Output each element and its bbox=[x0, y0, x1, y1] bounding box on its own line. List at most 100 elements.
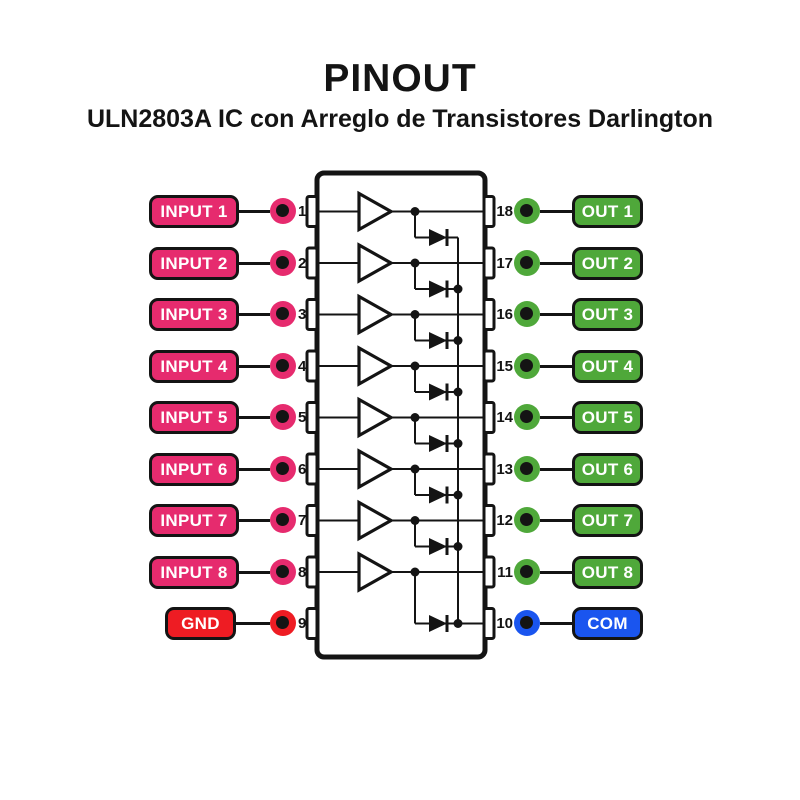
out-1-label: OUT 1 bbox=[572, 195, 643, 228]
output-row-1: 18 OUT 1 bbox=[0, 195, 800, 228]
pin-14-jack bbox=[514, 404, 540, 430]
input-row-5: INPUT 5 5 bbox=[0, 401, 800, 434]
diode bbox=[429, 229, 447, 246]
page-title: PINOUT bbox=[323, 57, 477, 100]
pin-11-number: 11 bbox=[497, 563, 513, 581]
gnd-label: GND bbox=[165, 607, 236, 640]
input-row-8: INPUT 8 8 bbox=[0, 555, 800, 589]
jack-hole bbox=[276, 410, 289, 423]
pin-3-jack bbox=[270, 301, 296, 327]
input-row-3: INPUT 3 3 bbox=[0, 298, 800, 331]
diode bbox=[429, 280, 447, 298]
buffer-triangle bbox=[357, 499, 395, 542]
buffer-triangle bbox=[357, 396, 395, 439]
pin-5-number: 5 bbox=[298, 409, 307, 426]
com-label: COM bbox=[572, 607, 643, 640]
pin-notch-right bbox=[482, 504, 496, 537]
buffer-triangle bbox=[357, 242, 395, 284]
input-2-label: INPUT 2 bbox=[149, 246, 239, 280]
pin-17-jack bbox=[514, 249, 540, 276]
wire bbox=[540, 467, 572, 471]
pin-9-jack bbox=[270, 610, 296, 636]
wire bbox=[236, 622, 270, 625]
jack-hole bbox=[520, 358, 533, 372]
output-row-4: 15 OUT 4 bbox=[0, 349, 800, 383]
input-row-6: INPUT 6 6 bbox=[0, 452, 800, 486]
out-6-label: OUT 6 bbox=[572, 452, 643, 486]
out-7-label: OUT 7 bbox=[572, 504, 643, 537]
pin-notch-right bbox=[482, 349, 496, 383]
out-5-label: OUT 5 bbox=[572, 401, 643, 434]
com-row: 10 COM bbox=[0, 607, 800, 640]
input-3-label: INPUT 3 bbox=[149, 298, 239, 331]
input-row-4: INPUT 4 4 bbox=[0, 349, 800, 383]
jack-hole bbox=[276, 204, 289, 217]
output-row-8: 11 OUT 8 bbox=[0, 555, 800, 589]
pin-12-jack bbox=[514, 507, 540, 533]
pin-notch-left bbox=[305, 401, 319, 434]
diode bbox=[429, 615, 447, 632]
buffer-triangle bbox=[357, 448, 395, 490]
input-row-1: INPUT 1 1 bbox=[0, 195, 800, 228]
wire bbox=[239, 416, 270, 419]
jack-hole bbox=[276, 461, 289, 475]
wire bbox=[239, 467, 270, 471]
pin-7-number: 7 bbox=[298, 512, 307, 529]
jack-hole bbox=[276, 307, 289, 320]
wire bbox=[540, 519, 572, 522]
output-row-2: 17 OUT 2 bbox=[0, 246, 800, 280]
wire bbox=[540, 570, 572, 574]
pin-17-number: 17 bbox=[496, 254, 513, 272]
pin-8-number: 8 bbox=[298, 563, 307, 581]
out-4-label: OUT 4 bbox=[572, 349, 643, 383]
buffer-triangle bbox=[357, 551, 395, 593]
pin-notch-left bbox=[305, 298, 319, 331]
wire bbox=[540, 313, 572, 316]
out-3-label: OUT 3 bbox=[572, 298, 643, 331]
pin-notch-left bbox=[305, 195, 319, 228]
pin-16-jack bbox=[514, 301, 540, 327]
wire bbox=[239, 519, 270, 522]
diode bbox=[429, 332, 447, 349]
pin-1-jack bbox=[270, 198, 296, 224]
diode bbox=[429, 383, 447, 401]
pin-11-jack bbox=[514, 558, 540, 585]
out-2-label: OUT 2 bbox=[572, 246, 643, 280]
pin-9-number: 9 bbox=[298, 615, 307, 632]
input-row-2: INPUT 2 2 bbox=[0, 246, 800, 280]
input-1-label: INPUT 1 bbox=[149, 195, 239, 228]
diode bbox=[429, 435, 447, 452]
pin-notch-right bbox=[482, 555, 496, 589]
pin-8-jack bbox=[270, 558, 296, 585]
output-row-5: 14 OUT 5 bbox=[0, 401, 800, 434]
page-subtitle: ULN2803A IC con Arreglo de Transistores … bbox=[86, 105, 714, 133]
pin-15-number: 15 bbox=[496, 357, 513, 375]
input-7-label: INPUT 7 bbox=[149, 504, 239, 537]
pin-2-number: 2 bbox=[298, 254, 307, 272]
pin-notch-left bbox=[305, 349, 319, 383]
jack-hole bbox=[520, 204, 533, 217]
diode bbox=[429, 538, 447, 555]
buffer-triangle bbox=[357, 190, 395, 233]
jack-hole bbox=[520, 461, 533, 475]
wire bbox=[540, 261, 572, 265]
wire bbox=[239, 570, 270, 574]
wire bbox=[239, 261, 270, 265]
output-row-7: 12 OUT 7 bbox=[0, 504, 800, 537]
input-row-7: INPUT 7 7 bbox=[0, 504, 800, 537]
pin-4-jack bbox=[270, 352, 296, 379]
pin-14-number: 14 bbox=[496, 409, 513, 426]
output-row-3: 16 OUT 3 bbox=[0, 298, 800, 331]
wire bbox=[540, 622, 572, 625]
pin-1-number: 1 bbox=[298, 203, 307, 220]
buffer-triangle bbox=[357, 293, 395, 336]
out-8-label: OUT 8 bbox=[572, 555, 643, 589]
pin-notch-left bbox=[305, 452, 319, 486]
pin-4-number: 4 bbox=[298, 357, 307, 375]
pin-6-jack bbox=[270, 455, 296, 482]
pin-18-jack bbox=[514, 198, 540, 224]
pin-12-number: 12 bbox=[496, 512, 513, 529]
pin-13-number: 13 bbox=[496, 460, 513, 478]
output-row-6: 13 OUT 6 bbox=[0, 452, 800, 486]
